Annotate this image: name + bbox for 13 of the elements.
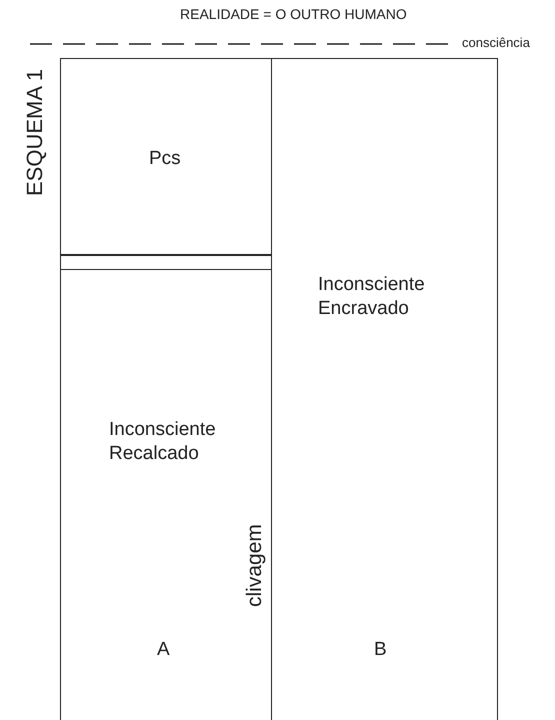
line-label: consciência <box>462 35 530 50</box>
region-label: Pcs <box>149 147 182 171</box>
column-letter: A <box>157 638 171 662</box>
diagram-title: REALIDADE = O OUTRO HUMANO <box>180 6 407 22</box>
region-label: Inconsciente Recalcado <box>109 418 217 466</box>
cleavage-label: clivagem <box>243 523 267 607</box>
region-box <box>60 58 273 255</box>
region-label: Inconsciente Encravado <box>318 273 426 321</box>
region-box <box>60 269 273 720</box>
column-letter: B <box>374 638 388 662</box>
side-title: ESQUEMA 1 <box>22 68 48 196</box>
divider-band <box>60 255 273 269</box>
region-box <box>271 58 498 720</box>
